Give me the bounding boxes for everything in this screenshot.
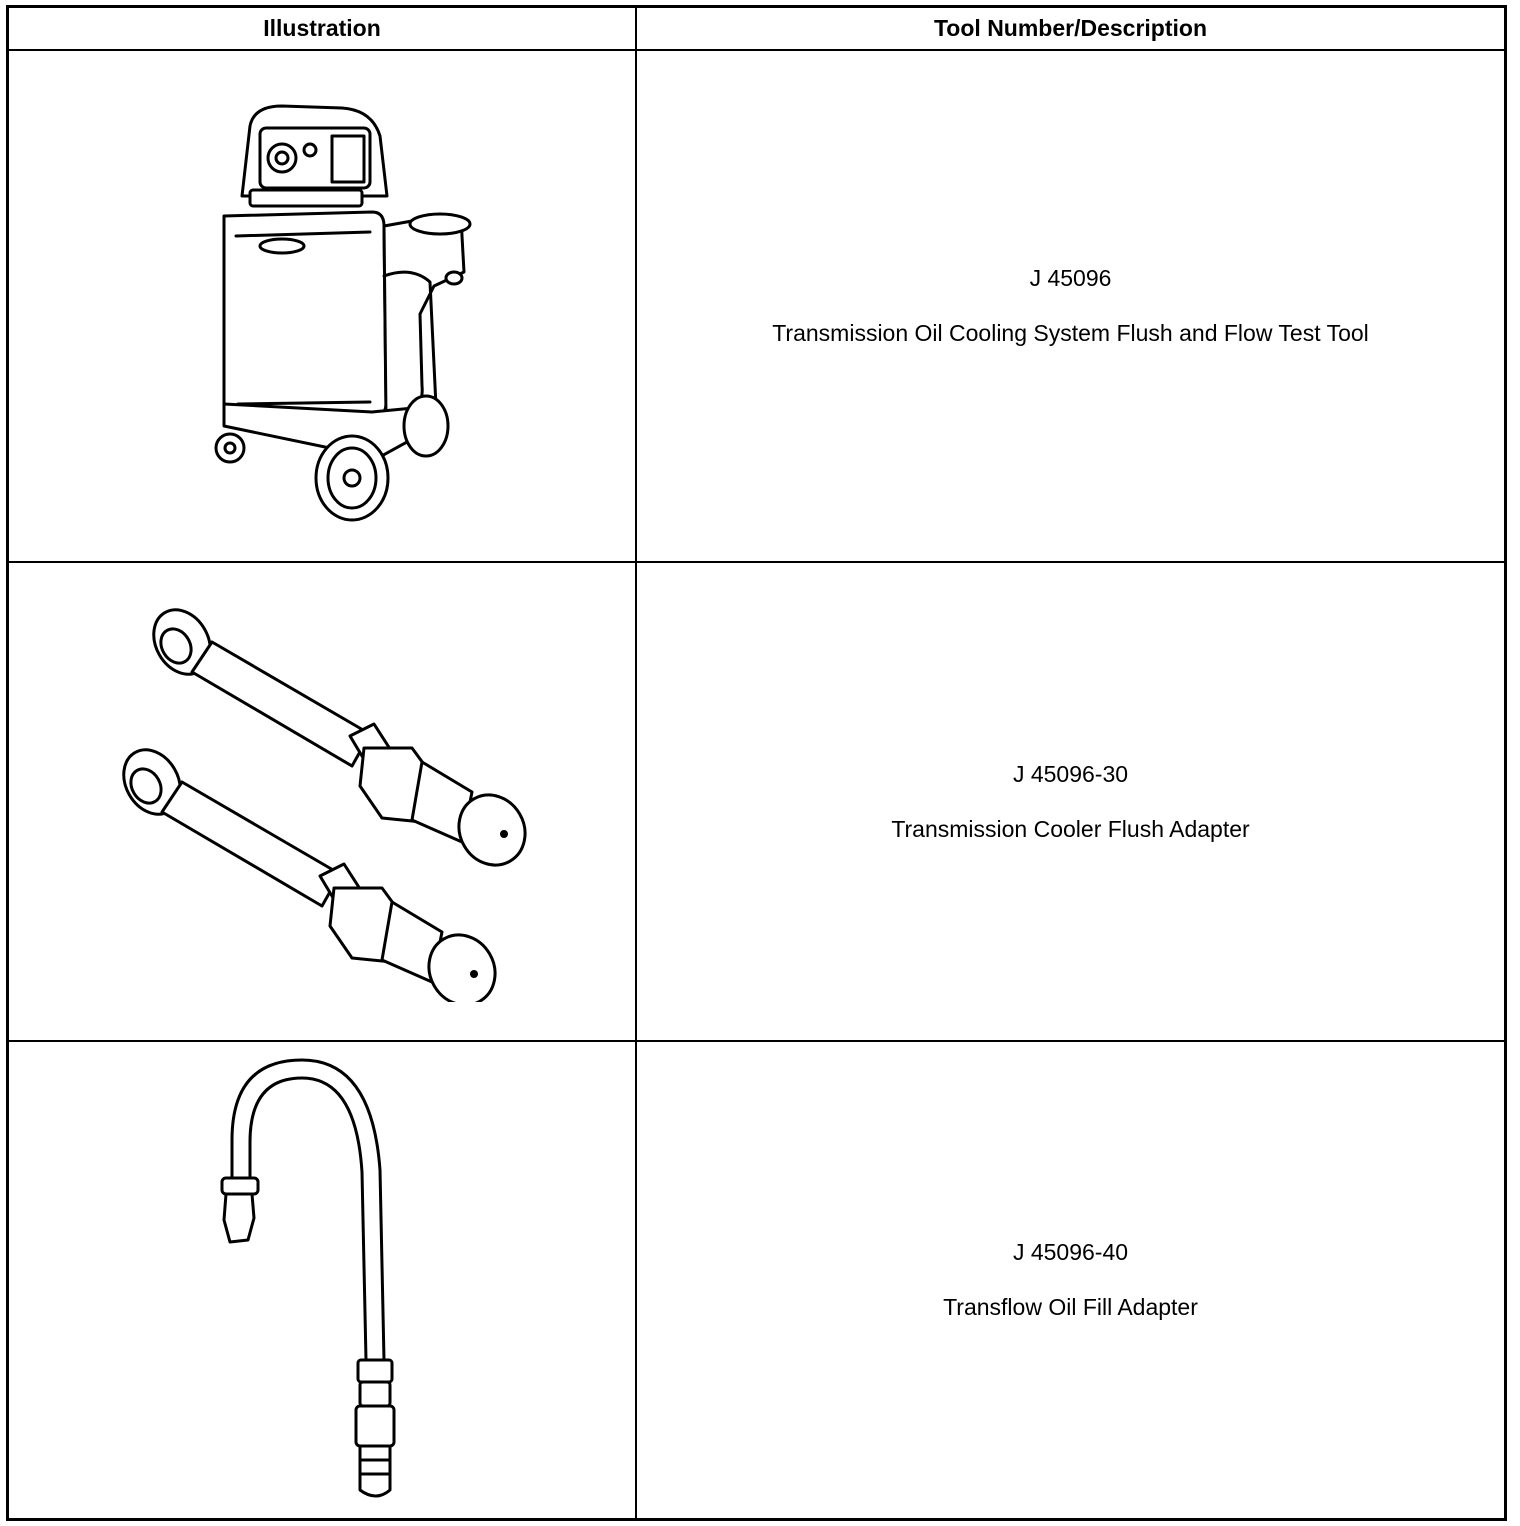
tool-description-cell: J 45096 Transmission Oil Cooling System …	[637, 51, 1504, 561]
tool-description-cell: J 45096-30 Transmission Cooler Flush Ada…	[637, 563, 1504, 1040]
tool-number: J 45096-30	[1012, 760, 1129, 787]
tool-description: Transmission Oil Cooling System Flush an…	[772, 320, 1369, 346]
fill-hose-icon	[220, 1058, 396, 1498]
illustration-cell	[9, 563, 635, 1040]
tool-description: Transmission Cooler Flush Adapter	[891, 815, 1250, 842]
tool-description: Transflow Oil Fill Adapter	[943, 1294, 1198, 1320]
flush-cart-icon	[214, 104, 472, 522]
column-divider	[635, 51, 637, 561]
table-header-row: Illustration Tool Number/Description	[9, 8, 1504, 51]
column-divider	[635, 8, 637, 49]
special-tools-table: Illustration Tool Number/Description	[6, 5, 1507, 1521]
table-row: J 45096 Transmission Oil Cooling System …	[9, 51, 1504, 563]
header-illustration-cell: Illustration	[9, 8, 635, 49]
table-row: J 45096-40 Transflow Oil Fill Adapter	[9, 1042, 1504, 1518]
illustration-cell	[9, 1042, 635, 1518]
tool-number: J 45096-40	[1012, 1239, 1129, 1265]
header-illustration: Illustration	[263, 15, 381, 41]
hose-adapter-pair-icon	[122, 607, 527, 1002]
column-divider	[635, 1042, 637, 1518]
header-tool-cell: Tool Number/Description	[637, 8, 1504, 49]
table-row: J 45096-30 Transmission Cooler Flush Ada…	[9, 563, 1504, 1042]
tool-description-cell: J 45096-40 Transflow Oil Fill Adapter	[637, 1042, 1504, 1518]
column-divider	[635, 563, 637, 1040]
illustration-cell	[9, 51, 635, 561]
tool-number: J 45096	[1029, 265, 1112, 291]
header-tool-description: Tool Number/Description	[933, 15, 1208, 41]
